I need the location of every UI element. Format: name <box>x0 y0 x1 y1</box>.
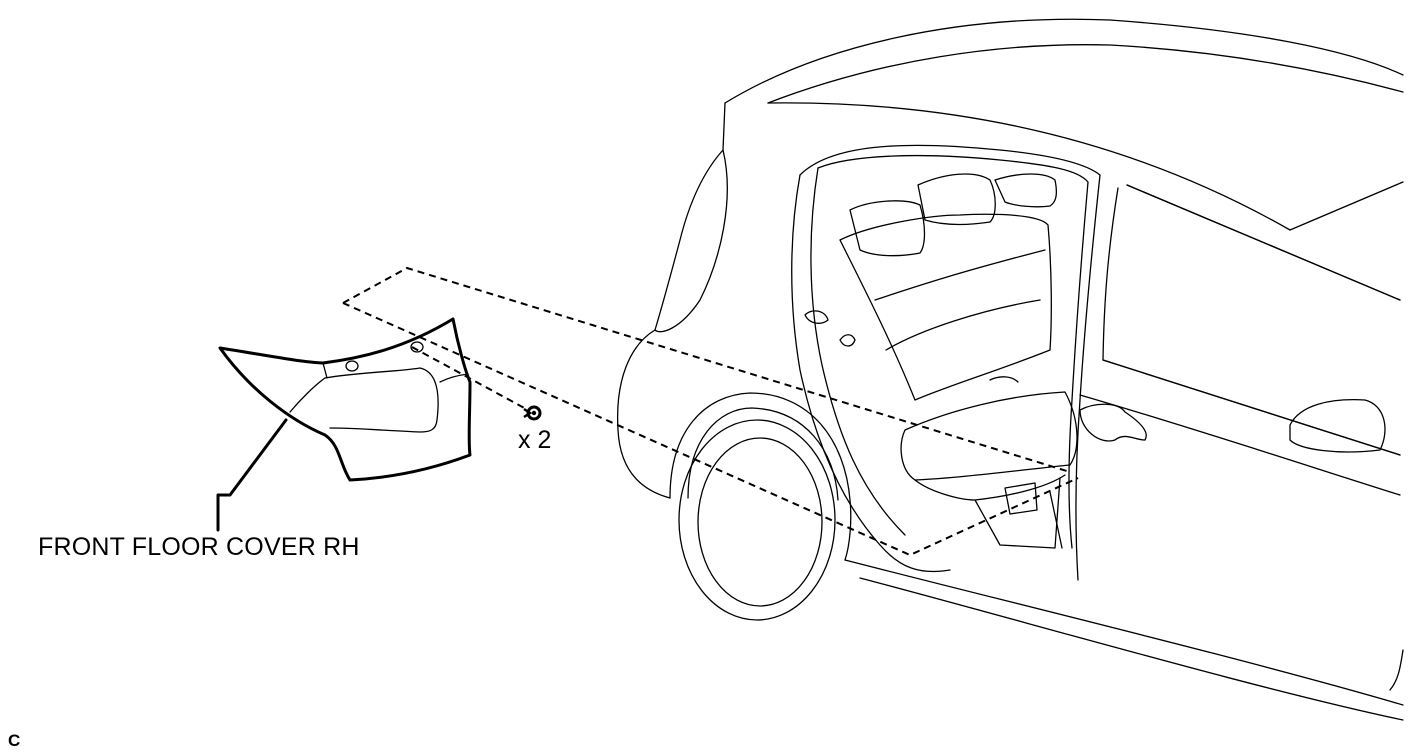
clip-icon <box>523 405 542 421</box>
installation-guide-lines <box>342 266 1079 557</box>
part-name-label: FRONT FLOOR COVER RH <box>38 533 360 561</box>
illustration-code: C <box>8 731 21 750</box>
vehicle-body-illustration <box>616 18 1404 721</box>
clip-quantity-label: x 2 <box>518 426 552 454</box>
front-floor-cover-rh-part <box>218 317 472 482</box>
part-leader-line <box>216 418 288 532</box>
